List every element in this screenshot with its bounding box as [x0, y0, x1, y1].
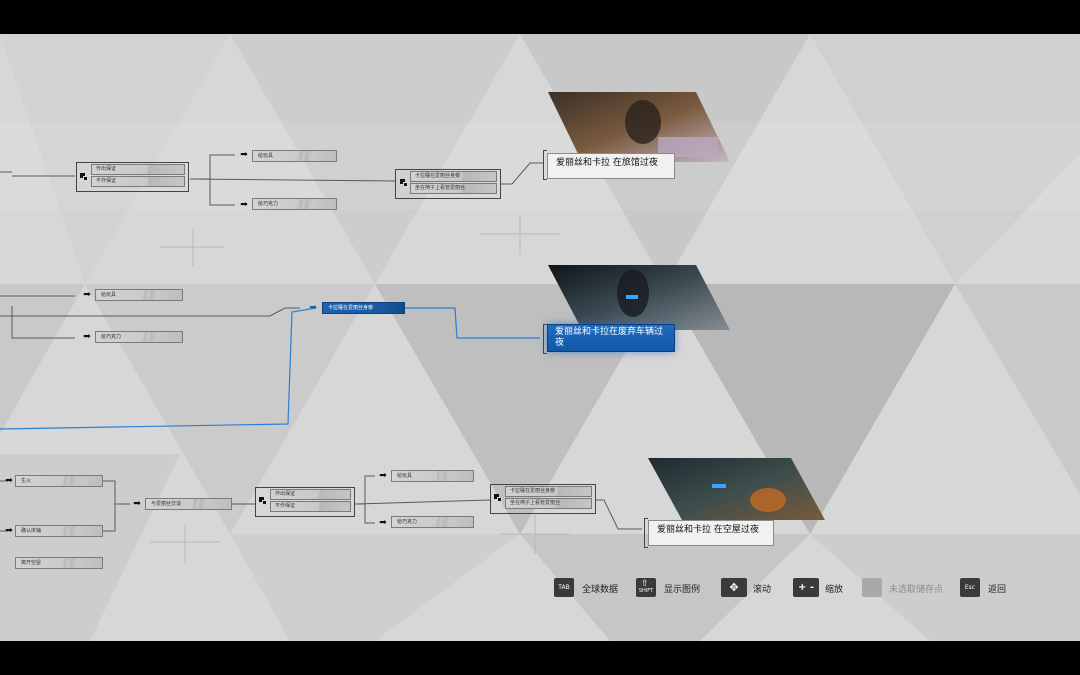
- dpad-icon[interactable]: ✥: [721, 578, 747, 597]
- bottom-node-check-bed[interactable]: 确认床铺: [15, 525, 103, 537]
- arrow-right-icon: ➡: [240, 200, 248, 210]
- ending-car-thumbnail[interactable]: [548, 265, 730, 330]
- top-choice-sit-watch[interactable]: 坐在椅子上看管爱丽丝: [410, 183, 497, 194]
- bottom-choice-sleep-beside[interactable]: 卡拉睡在爱丽丝身旁: [505, 486, 592, 497]
- arrow-right-icon: ➡: [5, 476, 13, 486]
- scroll-label[interactable]: 滚动: [753, 585, 772, 595]
- flowchart-canvas[interactable]: 作出保证 不作保证 ➡ 给玩具 ➡ 给巧克力 卡拉睡在爱丽丝身旁 坐在椅子上看管…: [0, 34, 1080, 641]
- top-choice-give-chocolate[interactable]: 给巧克力: [252, 198, 337, 210]
- mid-choice-give-toy[interactable]: 给玩具: [95, 289, 183, 301]
- arrow-right-icon: ➡: [379, 518, 387, 528]
- arrow-right-icon: ➡: [240, 150, 248, 160]
- bottom-node-light-fire[interactable]: 生火: [15, 475, 103, 487]
- ending-motel-card[interactable]: 爱丽丝和卡拉 在旅馆过夜: [547, 153, 675, 179]
- top-choice-no-promise[interactable]: 不作保证: [91, 176, 185, 187]
- ending-house-card[interactable]: 爱丽丝和卡拉 在空屋过夜: [648, 520, 774, 546]
- letterbox-top: [0, 0, 1080, 34]
- top-promise-choice-group: 作出保证 不作保证: [76, 162, 189, 192]
- ending-bracket: [644, 518, 648, 548]
- bottom-choice-sit-watch[interactable]: 坐在椅子上看管爱丽丝: [505, 498, 592, 509]
- condition-icon: [259, 497, 267, 505]
- letterbox-bottom: [0, 641, 1080, 675]
- bottom-node-leave-house[interactable]: 离开空屋: [15, 557, 103, 569]
- top-choice-give-toy[interactable]: 给玩具: [252, 150, 337, 162]
- show-legend-label[interactable]: 显示图例: [664, 585, 701, 595]
- ending-house-thumbnail[interactable]: [648, 458, 825, 520]
- bottom-choice-promise[interactable]: 作出保证: [270, 489, 351, 500]
- mid-node-sleep-beside[interactable]: 卡拉睡在爱丽丝身旁: [322, 302, 405, 314]
- plus-minus-icon[interactable]: + -: [793, 578, 819, 597]
- tab-key-icon[interactable]: TAB: [554, 578, 574, 597]
- checkpoint-icon: [862, 578, 882, 597]
- back-label[interactable]: 返回: [988, 585, 1007, 595]
- bottom-choice-give-toy[interactable]: 给玩具: [391, 470, 474, 482]
- condition-icon: [80, 173, 88, 181]
- arrow-right-icon: ➡: [83, 290, 91, 300]
- mid-choice-give-chocolate[interactable]: 给巧克力: [95, 331, 183, 343]
- bottom-promise-choice-group: 作出保证 不作保证: [255, 487, 355, 517]
- condition-icon: [400, 179, 408, 187]
- top-choice-sleep-beside[interactable]: 卡拉睡在爱丽丝身旁: [410, 171, 497, 182]
- bottom-choice-no-promise[interactable]: 不作保证: [270, 501, 351, 512]
- condition-icon: [494, 494, 502, 502]
- no-checkpoint-label: 未选取储存点: [889, 585, 944, 595]
- ending-bracket: [543, 150, 547, 180]
- ending-car-card[interactable]: 爱丽丝和卡拉在废弃车辆过夜: [547, 324, 675, 352]
- bottom-sleep-choice-group: 卡拉睡在爱丽丝身旁 坐在椅子上看管爱丽丝: [490, 484, 596, 514]
- arrow-right-icon: ➡: [379, 471, 387, 481]
- top-sleep-choice-group: 卡拉睡在爱丽丝身旁 坐在椅子上看管爱丽丝: [395, 169, 501, 199]
- arrow-right-icon: ➡: [5, 526, 13, 536]
- connection-lines: [0, 154, 642, 532]
- arrow-right-icon: ➡: [309, 303, 317, 313]
- esc-key-icon[interactable]: Esc: [960, 578, 980, 597]
- arrow-right-icon: ➡: [133, 499, 141, 509]
- global-data-label[interactable]: 全球数据: [582, 585, 619, 595]
- bottom-choice-give-chocolate[interactable]: 给巧克力: [391, 516, 474, 528]
- background-pattern: [0, 34, 1080, 641]
- top-choice-promise[interactable]: 作出保证: [91, 164, 185, 175]
- zoom-label[interactable]: 缩放: [825, 585, 844, 595]
- bottom-node-talk-alice[interactable]: 与爱丽丝交谈: [145, 498, 232, 510]
- ending-bracket: [543, 324, 547, 354]
- shift-key-icon[interactable]: SHIFT: [636, 578, 656, 597]
- ending-motel-thumbnail[interactable]: [548, 92, 730, 162]
- up-arrow-icon: ⇧: [641, 579, 649, 589]
- arrow-right-icon: ➡: [83, 332, 91, 342]
